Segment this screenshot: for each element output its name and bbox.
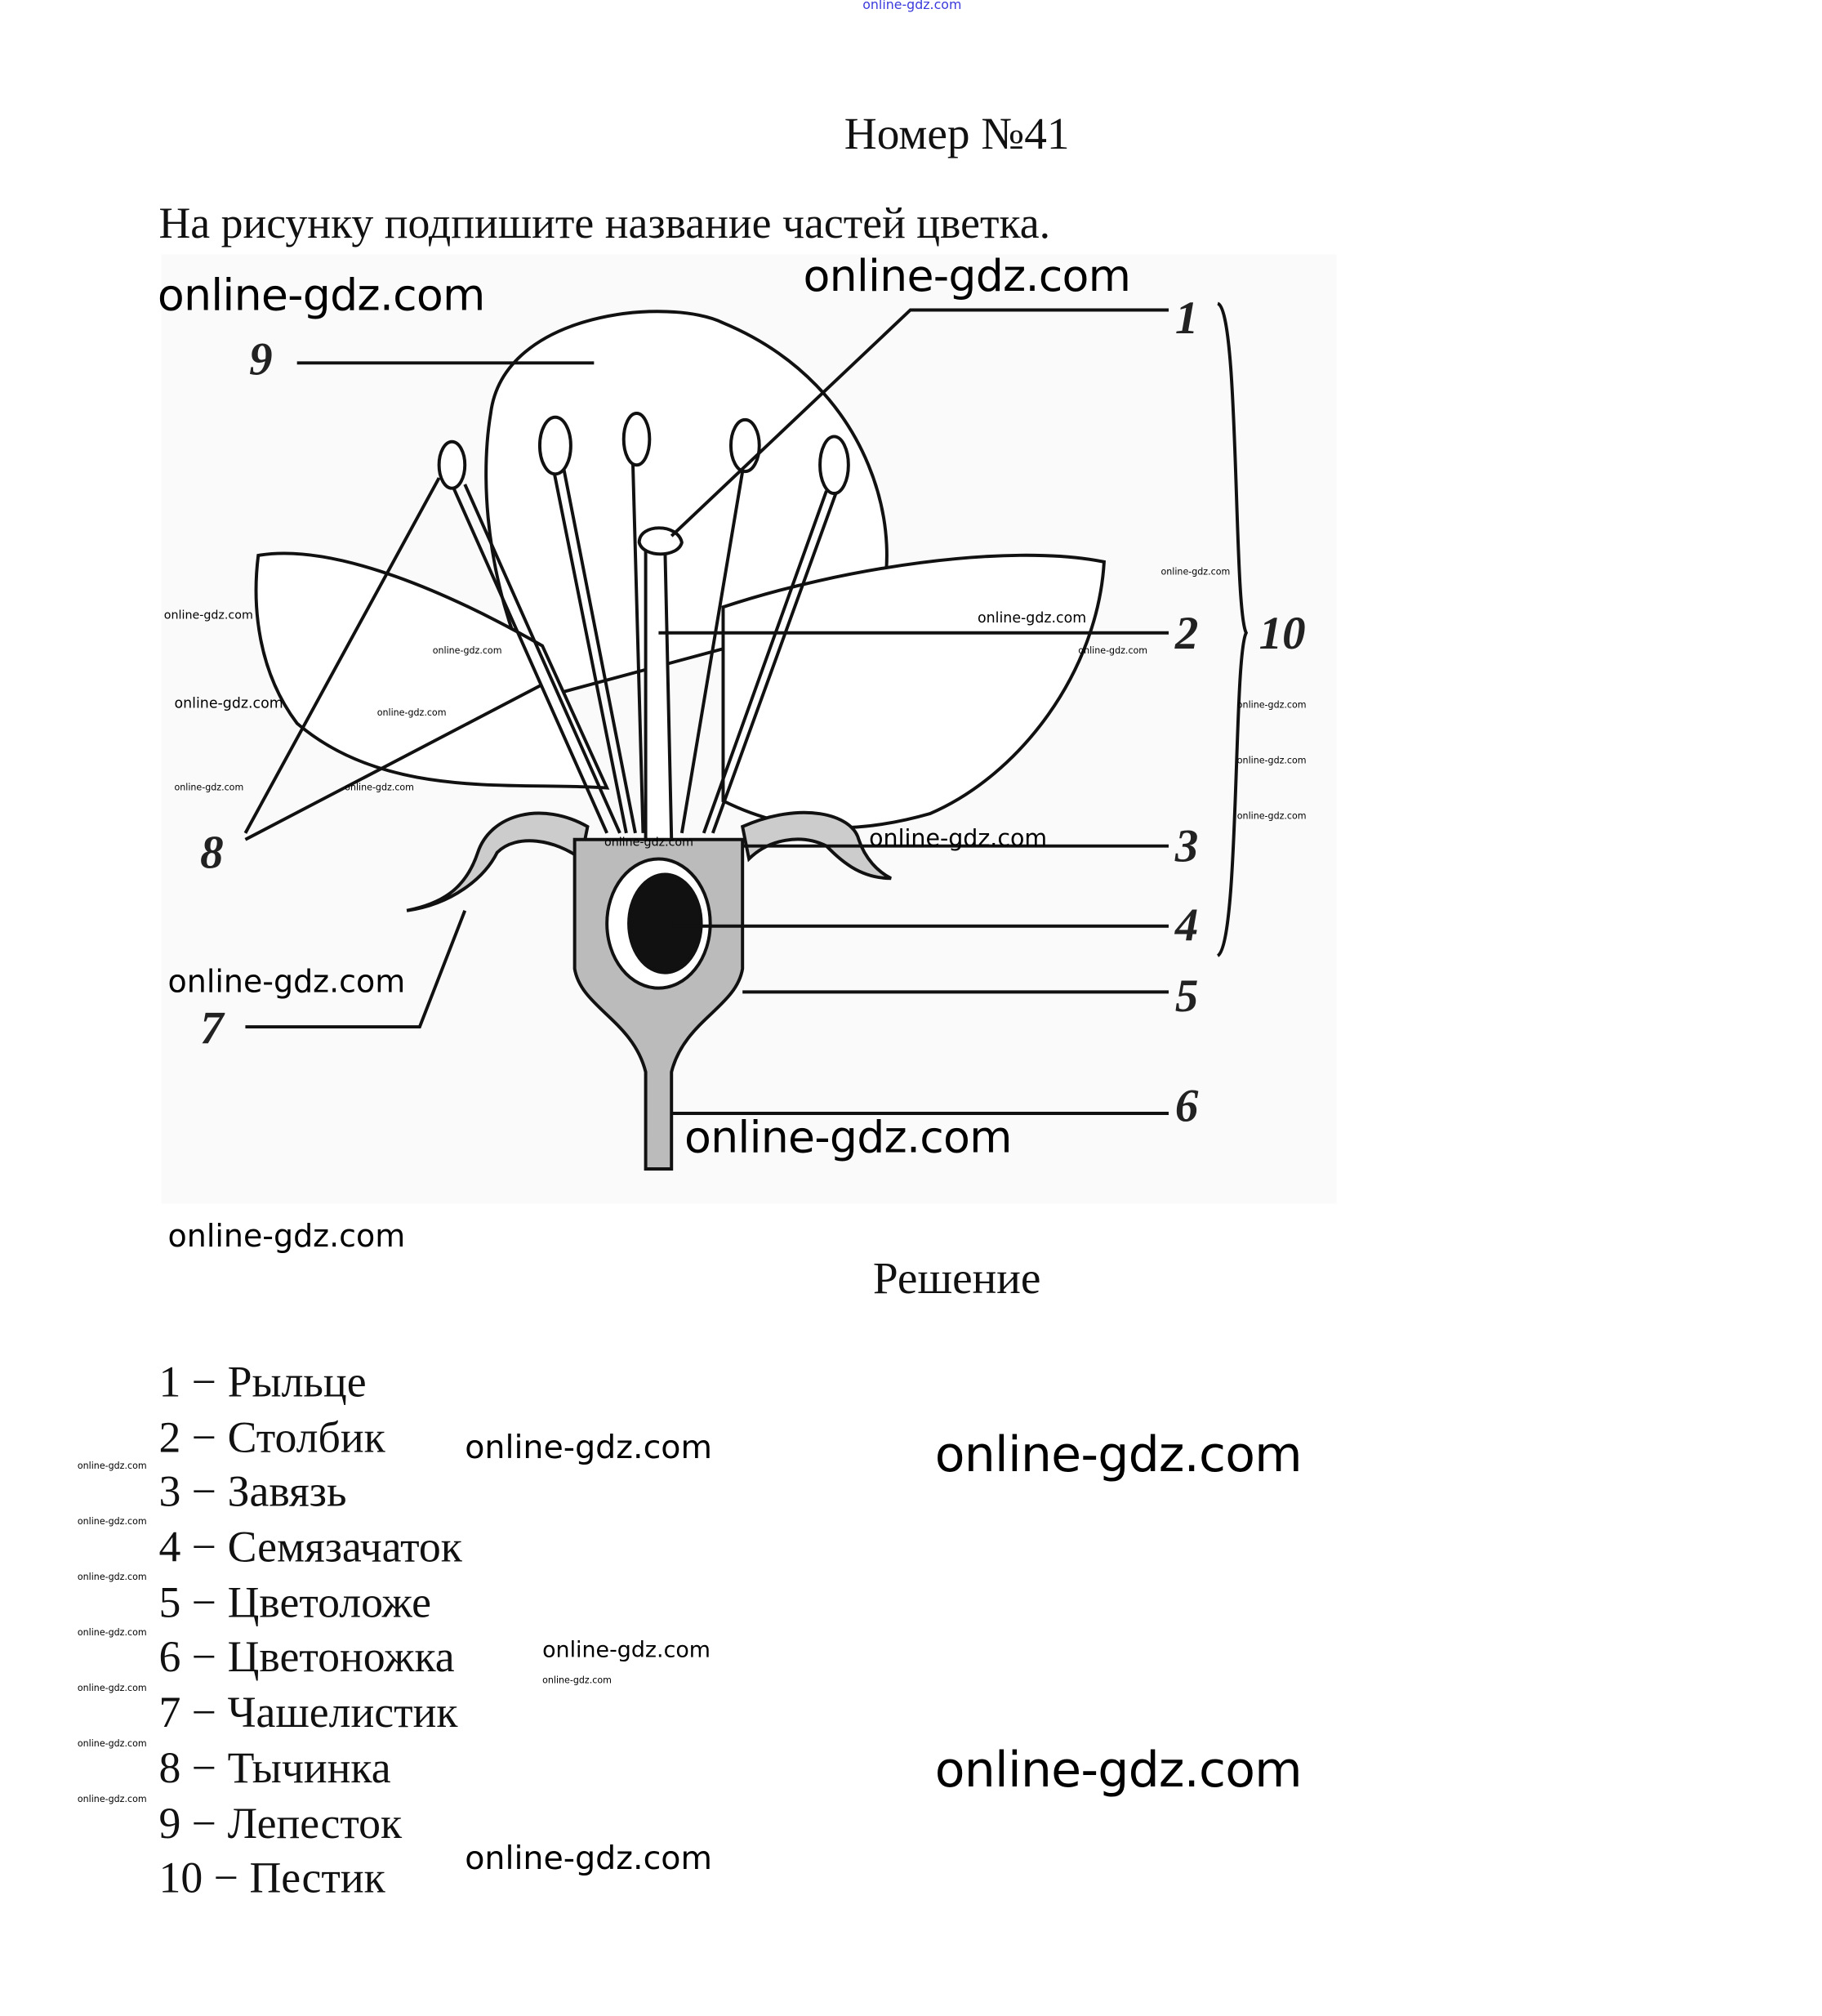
- answer-item: 5 − Цветоложе: [158, 1579, 431, 1627]
- watermark: online-gdz.com: [977, 609, 1087, 627]
- watermark: online-gdz.com: [77, 1516, 147, 1527]
- label-4: 4: [1174, 899, 1198, 951]
- flower-drawing: 1 2 3 4 5 6 7 8 9 10: [200, 292, 1306, 1171]
- sepal-right: [740, 810, 892, 881]
- watermark: online-gdz.com: [934, 1741, 1303, 1799]
- watermark: online-gdz.com: [934, 1425, 1303, 1483]
- answer-item: 10 − Пестик: [158, 1854, 385, 1903]
- stamens: [437, 412, 850, 834]
- petal-right: [721, 553, 1107, 830]
- watermark: online-gdz.com: [684, 1112, 1013, 1164]
- label-5: 5: [1175, 970, 1198, 1022]
- answer-item: 4 − Семязачаток: [158, 1523, 462, 1572]
- label-9: 9: [249, 334, 272, 386]
- label-10: 10: [1259, 608, 1306, 659]
- watermark: online-gdz.com: [77, 1738, 147, 1749]
- watermark: online-gdz.com: [869, 825, 1048, 853]
- watermark: online-gdz.com: [376, 707, 447, 719]
- watermark: online-gdz.com: [345, 783, 414, 793]
- watermark: online-gdz.com: [77, 1572, 147, 1582]
- watermark: online-gdz.com: [803, 250, 1132, 303]
- label-3: 3: [1174, 821, 1198, 872]
- watermark: online-gdz.com: [1078, 645, 1148, 657]
- answer-item: 2 − Столбик: [158, 1413, 385, 1462]
- label-2: 2: [1174, 608, 1198, 659]
- label-6: 6: [1175, 1080, 1199, 1131]
- watermark: online-gdz.com: [167, 963, 406, 1000]
- watermark: online-gdz.com: [432, 645, 502, 657]
- answer-item: 7 − Чашелистик: [158, 1689, 458, 1737]
- answer-item: 8 − Тычинка: [158, 1744, 391, 1793]
- label-7: 7: [200, 1003, 225, 1055]
- page-title: Номер №41: [844, 108, 1070, 159]
- answer-item: 9 − Лепесток: [158, 1800, 403, 1848]
- label-1: 1: [1175, 292, 1198, 344]
- watermark: online-gdz.com: [542, 1637, 711, 1664]
- ovule-cavity: [627, 872, 703, 975]
- watermark: online-gdz.com: [77, 1683, 147, 1693]
- label-8: 8: [200, 827, 223, 879]
- watermark: online-gdz.com: [157, 270, 486, 322]
- solution-title: Решение: [872, 1252, 1041, 1304]
- watermark: online-gdz.com: [1160, 567, 1231, 578]
- answer-item: 3 − Завязь: [158, 1469, 347, 1517]
- watermark: online-gdz.com: [77, 1794, 147, 1804]
- question-text: На рисунку подпишите название частей цве…: [158, 200, 1051, 248]
- style: [644, 547, 674, 841]
- answer-item: 6 − Цветоножка: [158, 1634, 455, 1683]
- watermark: online-gdz.com: [542, 1675, 612, 1686]
- watermark: online-gdz.com: [604, 836, 694, 850]
- watermark: online-gdz.com: [174, 783, 244, 793]
- watermark: online-gdz.com: [167, 1218, 406, 1255]
- leader-lines: [243, 301, 1249, 1115]
- sepal-left: [406, 811, 590, 912]
- watermark: online-gdz.com: [1236, 810, 1307, 822]
- watermark: online-gdz.com: [174, 694, 283, 712]
- watermark: online-gdz.com: [163, 609, 253, 623]
- watermark: online-gdz.com: [1236, 700, 1307, 711]
- answer-item: 1 − Рыльце: [158, 1358, 367, 1407]
- watermark: online-gdz.com: [465, 1839, 713, 1877]
- watermark: online-gdz.com: [77, 1461, 147, 1471]
- watermark: online-gdz.com: [465, 1428, 713, 1466]
- answer-list: 1 − Рыльце 2 − Столбик 3 − Завязь 4 − Се…: [158, 1356, 461, 1907]
- watermark: online-gdz.com: [77, 1627, 147, 1638]
- top-watermark: online-gdz.com: [862, 0, 962, 13]
- watermark: online-gdz.com: [1236, 756, 1307, 766]
- flower-diagram: 1 2 3 4 5 6 7 8 9 10: [161, 254, 1337, 1204]
